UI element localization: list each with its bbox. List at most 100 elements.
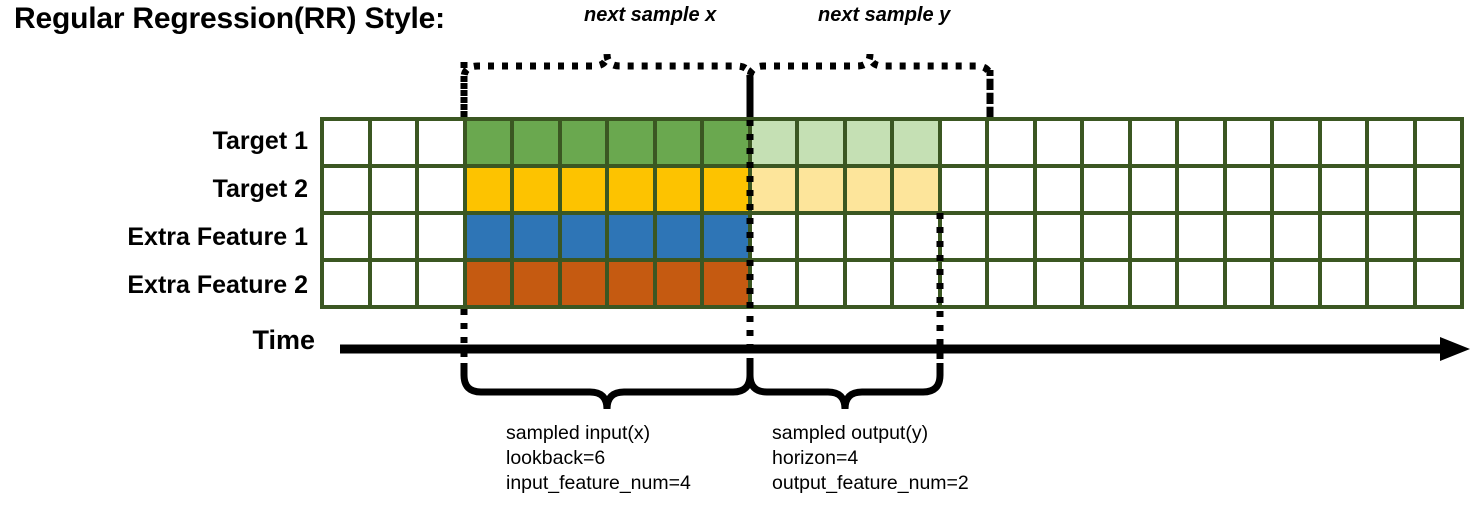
grid-cell [1036,262,1080,305]
grid-cell [466,215,510,258]
grid-cell [324,168,368,211]
grid-cell [1321,168,1365,211]
grid-cell [1036,121,1080,164]
grid-cell [371,215,415,258]
grid-cell [1226,215,1270,258]
grid-cell [941,168,985,211]
grid-cell [656,168,700,211]
row-label-extra-feature-2: Extra Feature 2 [127,271,308,299]
grid-cell [989,215,1033,258]
brace-sampled-output [746,363,944,410]
grid-cell [704,215,748,258]
grid-cell [324,262,368,305]
grid-cell [466,168,510,211]
grid-cell [846,121,890,164]
grid-cell [799,215,843,258]
grid-cell [1226,168,1270,211]
grid-cell [1179,168,1223,211]
grid-cell [1274,262,1318,305]
grid-cell [1369,215,1413,258]
grid-cell [561,121,605,164]
grid-cell [514,262,558,305]
grid-cell [846,262,890,305]
grid-cell [1131,215,1175,258]
annotation-next-sample-x: next sample x [584,4,717,26]
grid-cell [561,262,605,305]
grid-cell [1084,262,1128,305]
grid-cell [1369,121,1413,164]
grid-cell [466,262,510,305]
grid-cell [609,121,653,164]
grid-cell [1416,215,1460,258]
row-label-target-1: Target 1 [212,127,308,155]
grid-cell [846,215,890,258]
grid-cell [1179,215,1223,258]
dotted-brace-next-sample-y [746,53,994,117]
grid-cell [466,121,510,164]
grid-cell [561,168,605,211]
caption-sampled-output: sampled output(y) horizon=4 output_featu… [772,422,969,494]
dotted-brace-next-sample-x [460,53,754,117]
grid-cell [1416,121,1460,164]
grid-cell [324,215,368,258]
grid-cell [1274,168,1318,211]
grid-cell [989,168,1033,211]
grid-cell [1416,262,1460,305]
grid-cell [704,121,748,164]
grid-cell [1369,262,1413,305]
grid-cell [609,168,653,211]
grid-cell [1084,168,1128,211]
grid-cell [1369,168,1413,211]
grid-cell [1084,121,1128,164]
grid-cell [799,262,843,305]
row-label-target-2: Target 2 [212,175,308,203]
grid-cell [989,262,1033,305]
grid-cell [941,121,985,164]
grid-cell [371,168,415,211]
grid-cell [371,262,415,305]
time-axis-arrow [340,337,1470,361]
grid-cell [894,168,938,211]
grid-cell [751,262,795,305]
grid-cell [609,262,653,305]
grid-cell [1036,168,1080,211]
grid-cell [656,121,700,164]
grid-cell [1416,168,1460,211]
grid-cell [1274,215,1318,258]
grid-cell [1131,121,1175,164]
grid-cell [419,121,463,164]
brace-sampled-input [460,363,754,410]
grid-cell [941,215,985,258]
caption-sampled-input: sampled input(x) lookback=6 input_featur… [506,422,691,494]
grid-cell [704,168,748,211]
grid-cell [656,215,700,258]
row-label-extra-feature-1: Extra Feature 1 [127,223,308,251]
grid-cell [1084,215,1128,258]
timeseries-grid [320,117,1464,309]
grid-cell [799,121,843,164]
grid-cell [1274,121,1318,164]
grid-cell [1036,215,1080,258]
grid-cell [514,215,558,258]
grid-cell [1321,121,1365,164]
grid-cell [419,168,463,211]
grid-cell [799,168,843,211]
grid-cell [989,121,1033,164]
grid-cell [894,262,938,305]
grid-cell [1321,262,1365,305]
grid-cell [704,262,748,305]
grid-cell [514,168,558,211]
time-axis-label: Time [252,325,315,355]
grid-cell [751,215,795,258]
grid-cell [1226,262,1270,305]
grid-cell [1321,215,1365,258]
grid-cell [1131,168,1175,211]
annotation-next-sample-y: next sample y [818,4,951,26]
grid-cell [419,262,463,305]
grid-cell [371,121,415,164]
grid-cell [1131,262,1175,305]
grid-cell [419,215,463,258]
grid-cell [514,121,558,164]
grid-cell [894,215,938,258]
grid-cell [751,121,795,164]
